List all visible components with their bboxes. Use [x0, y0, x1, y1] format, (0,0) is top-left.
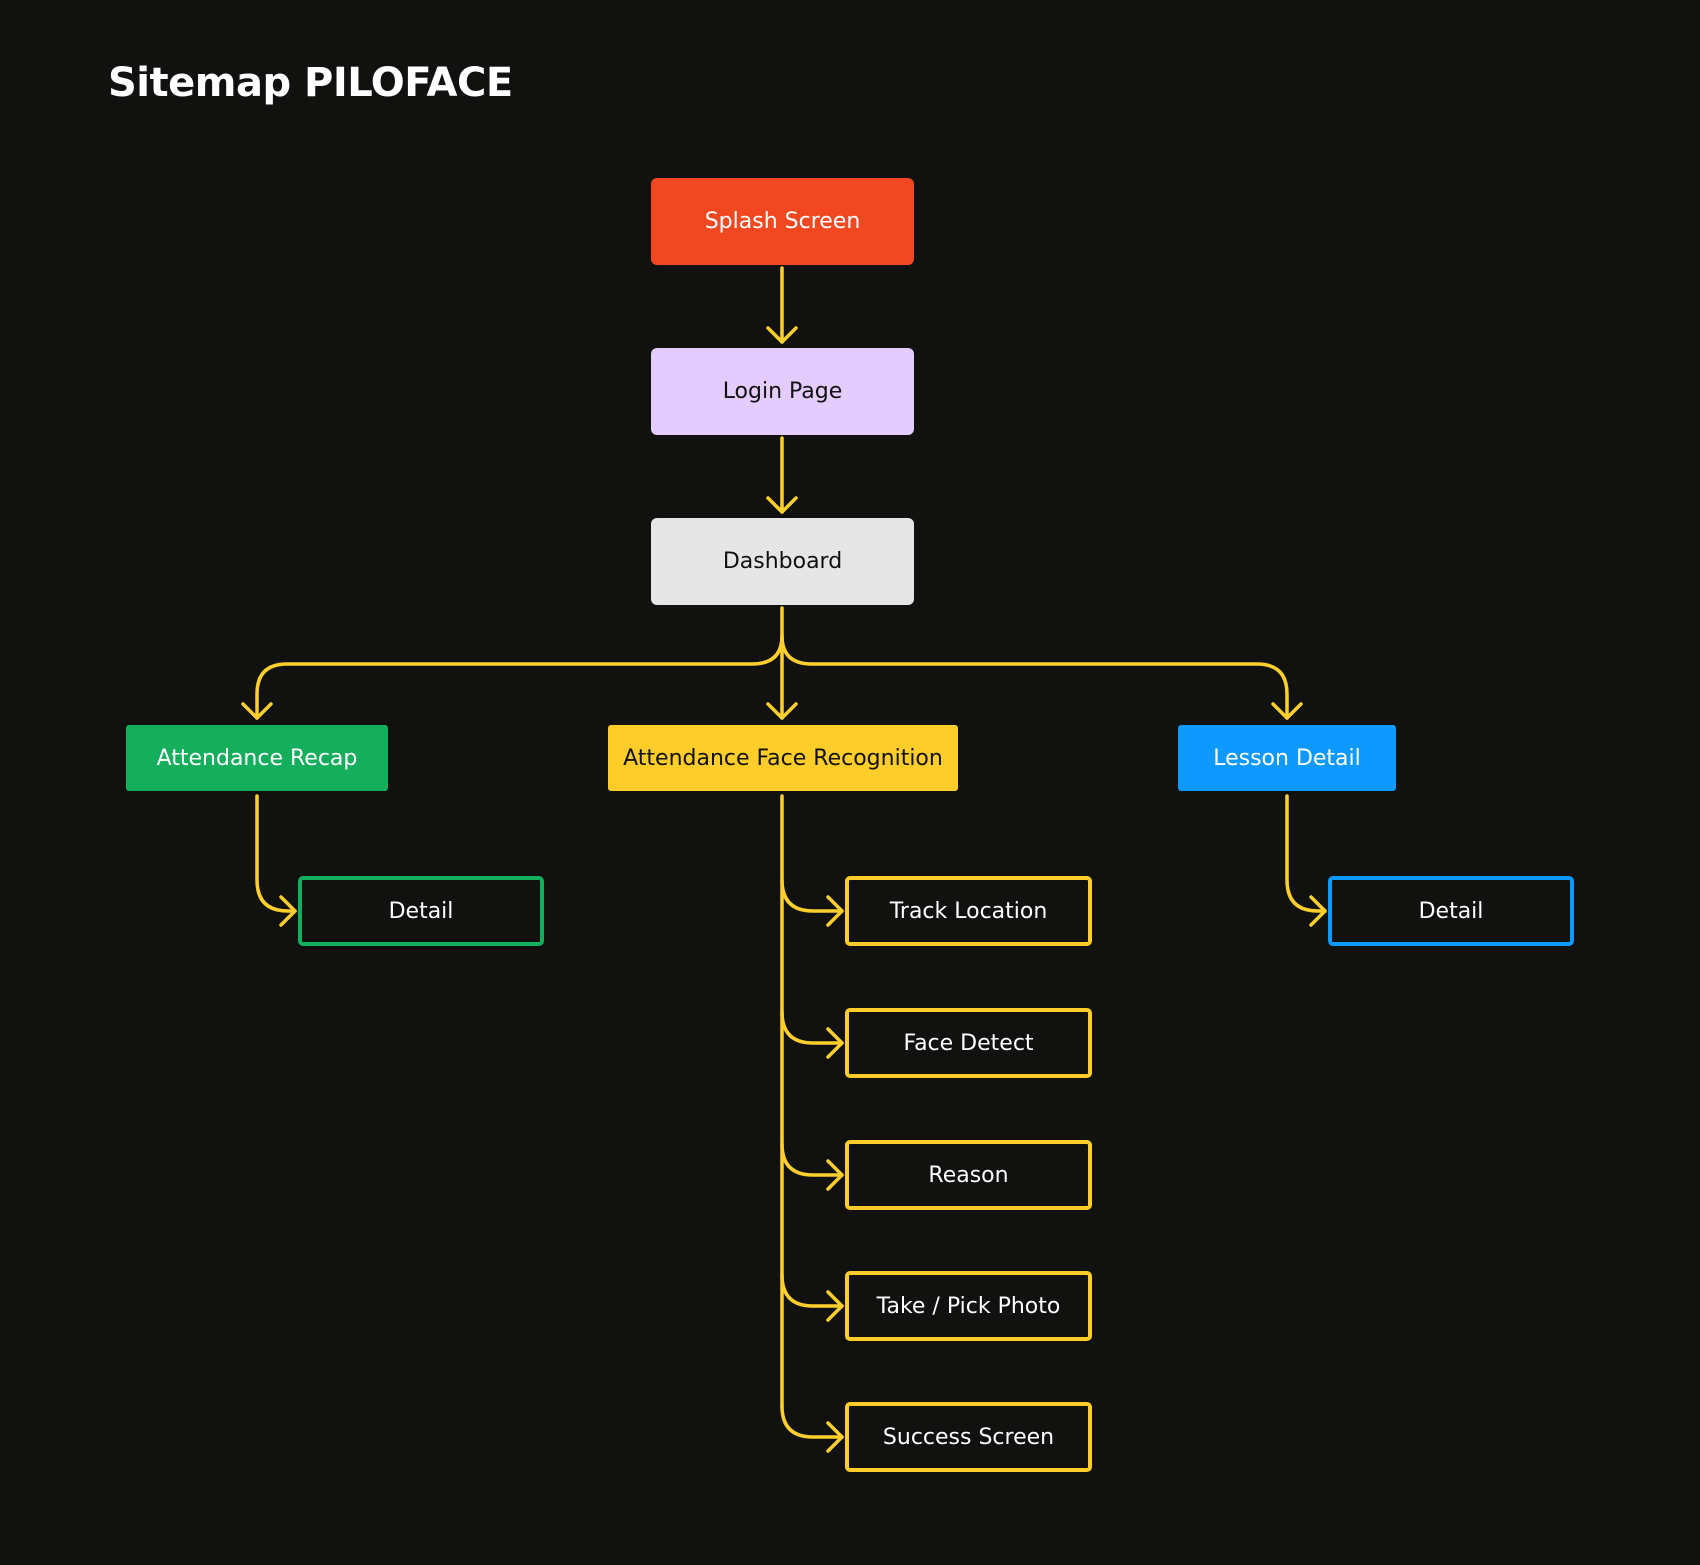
- reason-node[interactable]: Reason: [845, 1140, 1092, 1210]
- arrowhead-face: [766, 702, 798, 720]
- dashboard-label: Dashboard: [722, 549, 843, 574]
- connector-face-reason: [780, 1142, 844, 1177]
- login-page-label: Login Page: [722, 379, 843, 404]
- arrowhead-detect: [826, 1027, 844, 1059]
- arrowhead-recap-detail: [279, 895, 297, 927]
- arrowhead-lesson: [1271, 702, 1303, 720]
- arrowhead-dashboard: [766, 496, 798, 514]
- dashboard-node[interactable]: Dashboard: [651, 518, 914, 605]
- arrowhead-reason: [826, 1159, 844, 1191]
- arrowhead-login: [766, 326, 798, 344]
- success-screen-label: Success Screen: [882, 1424, 1055, 1450]
- lesson-detail-child-label: Detail: [1418, 898, 1484, 924]
- login-page-node[interactable]: Login Page: [651, 348, 914, 435]
- take-pick-photo-node[interactable]: Take / Pick Photo: [845, 1271, 1092, 1341]
- page-title: Sitemap PILOFACE: [108, 60, 513, 106]
- arrowhead-lesson-detail: [1309, 895, 1327, 927]
- attendance-recap-label: Attendance Recap: [156, 745, 358, 771]
- arrowhead-recap: [241, 702, 273, 720]
- splash-screen-label: Splash Screen: [704, 209, 861, 234]
- arrowhead-success: [826, 1421, 844, 1453]
- connector-face-success: [780, 1404, 844, 1439]
- reason-label: Reason: [928, 1162, 1009, 1188]
- connector-lesson-detail: [1285, 794, 1327, 913]
- face-detect-label: Face Detect: [903, 1030, 1034, 1056]
- success-screen-node[interactable]: Success Screen: [845, 1402, 1092, 1472]
- track-location-node[interactable]: Track Location: [845, 876, 1092, 946]
- attendance-face-recognition-node[interactable]: Attendance Face Recognition: [608, 725, 958, 791]
- connector-face-detect: [780, 1010, 844, 1045]
- lesson-detail-node[interactable]: Lesson Detail: [1178, 725, 1396, 791]
- connector-dashboard-recap: [255, 634, 784, 720]
- face-detect-node[interactable]: Face Detect: [845, 1008, 1092, 1078]
- connector-recap-detail: [255, 794, 297, 913]
- splash-screen-node[interactable]: Splash Screen: [651, 178, 914, 265]
- lesson-detail-label: Lesson Detail: [1213, 745, 1361, 771]
- lesson-detail-child-node[interactable]: Detail: [1328, 876, 1574, 946]
- take-pick-photo-label: Take / Pick Photo: [876, 1293, 1061, 1319]
- arrowhead-track: [826, 895, 844, 927]
- track-location-label: Track Location: [889, 898, 1048, 924]
- recap-detail-node[interactable]: Detail: [298, 876, 544, 946]
- attendance-recap-node[interactable]: Attendance Recap: [126, 725, 388, 791]
- connector-dashboard-lesson: [780, 634, 1289, 720]
- attendance-face-recognition-label: Attendance Face Recognition: [623, 745, 943, 771]
- arrowhead-photo: [826, 1290, 844, 1322]
- connector-face-photo: [780, 1273, 844, 1308]
- connector-face-track: [780, 878, 844, 913]
- recap-detail-label: Detail: [388, 898, 454, 924]
